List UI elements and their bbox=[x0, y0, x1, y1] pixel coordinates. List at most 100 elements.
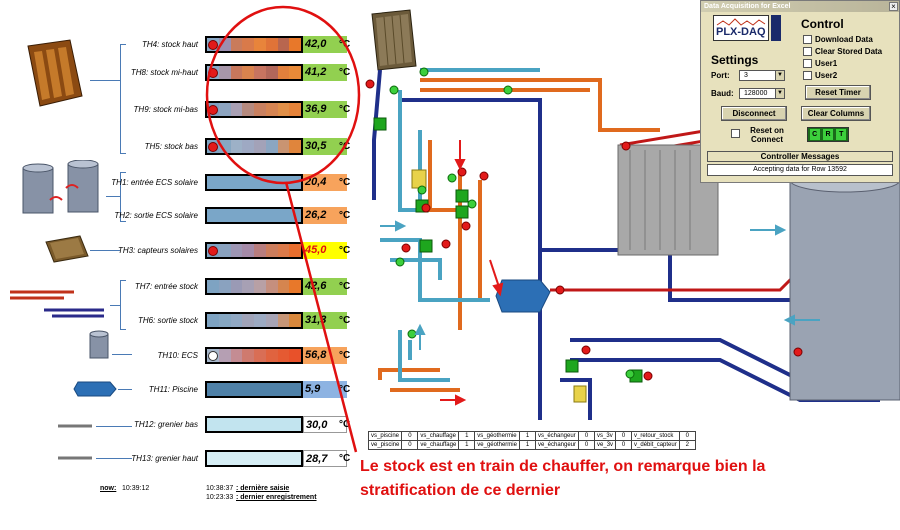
user1-checkbox[interactable] bbox=[803, 59, 812, 68]
bar-segment bbox=[242, 209, 254, 222]
plx-logo: PLX-DAQ bbox=[713, 15, 769, 41]
bar-segment bbox=[207, 418, 219, 431]
chevron-down-icon: ▼ bbox=[775, 89, 784, 98]
connector-line bbox=[106, 196, 120, 197]
baud-value: 128000 bbox=[744, 90, 768, 97]
bar-segment bbox=[218, 176, 231, 189]
radiator-stack-icon bbox=[27, 39, 83, 107]
plx-daq-window: Data Acquisition for Excel × PLX-DAQ Con… bbox=[700, 0, 900, 183]
connector-line bbox=[90, 250, 120, 251]
bar-segment bbox=[254, 140, 266, 153]
bar-segment bbox=[277, 314, 290, 327]
pool-icon bbox=[495, 279, 551, 313]
bar-segment bbox=[254, 66, 266, 79]
bar-segment bbox=[230, 38, 243, 51]
window-title: Data Acquisition for Excel bbox=[701, 1, 899, 12]
temperature-value-th8: 41,2 bbox=[303, 64, 347, 81]
last-record-label: : dernier enregistrement bbox=[236, 494, 317, 501]
bar-segment bbox=[218, 349, 231, 362]
status-led-th10 bbox=[208, 351, 218, 361]
temperature-unit: °C bbox=[339, 453, 351, 464]
temperature-unit: °C bbox=[339, 104, 351, 115]
bar-segment bbox=[289, 140, 301, 153]
bar-segment bbox=[242, 66, 254, 79]
bar-segment bbox=[218, 383, 231, 396]
download-data-checkbox[interactable] bbox=[803, 35, 812, 44]
bar-segment bbox=[218, 244, 231, 257]
bar-segment bbox=[254, 209, 266, 222]
bar-segment bbox=[265, 38, 278, 51]
clear-columns-button[interactable]: Clear Columns bbox=[801, 106, 871, 121]
clear-stored-data-checkbox[interactable] bbox=[803, 47, 812, 56]
bar-segment bbox=[218, 280, 231, 293]
attic-sensor-low-icon bbox=[58, 424, 92, 428]
disconnect-button[interactable]: Disconnect bbox=[721, 106, 787, 121]
valve-name-cell: ve_géothermie bbox=[474, 440, 520, 450]
now-label: now: bbox=[100, 485, 117, 492]
temperature-bar-th6 bbox=[205, 312, 303, 329]
connection-indicators: C R T bbox=[807, 127, 849, 142]
connector-line bbox=[96, 426, 132, 427]
bar-segment bbox=[289, 38, 301, 51]
bar-segment bbox=[254, 314, 266, 327]
bar-segment bbox=[242, 38, 254, 51]
valve-icon bbox=[573, 385, 587, 403]
temperature-value-th3: 45,0 bbox=[303, 242, 347, 259]
bar-segment bbox=[207, 280, 219, 293]
bar-segment bbox=[218, 209, 231, 222]
close-icon[interactable]: × bbox=[889, 2, 898, 11]
indicator-t: T bbox=[836, 129, 847, 140]
sensor-label-th12: TH12: grenier bas bbox=[133, 420, 198, 429]
bar-segment bbox=[230, 314, 243, 327]
hydraulic-schematic bbox=[365, 9, 900, 420]
bar-segment bbox=[254, 244, 266, 257]
reset-timer-button[interactable]: Reset Timer bbox=[805, 85, 871, 100]
temperature-value-th10: 56,8 bbox=[303, 347, 347, 364]
temperature-unit: °C bbox=[339, 384, 351, 395]
bar-segment bbox=[218, 103, 231, 116]
bar-segment bbox=[242, 349, 254, 362]
bar-segment bbox=[218, 452, 231, 465]
temperature-value-th12: 30,0 bbox=[303, 416, 347, 433]
ecs-tank-icon bbox=[89, 330, 109, 359]
waveform-icon bbox=[716, 18, 766, 26]
reset-on-connect-checkbox[interactable] bbox=[731, 129, 740, 138]
bar-segment bbox=[218, 314, 231, 327]
user2-checkbox[interactable] bbox=[803, 71, 812, 80]
valve-name-cell: ve_chauffage bbox=[417, 440, 460, 450]
ecs-tanks-icon bbox=[22, 160, 99, 214]
flow-arrows-cold bbox=[380, 220, 820, 350]
flow-indicator-dots bbox=[389, 67, 635, 379]
temperature-value-th1: 20,4 bbox=[303, 174, 347, 191]
bar-segment bbox=[289, 349, 301, 362]
baud-select[interactable]: 128000 ▼ bbox=[739, 88, 785, 99]
connector-line bbox=[118, 389, 132, 390]
bar-segment bbox=[265, 66, 278, 79]
port-label: Port: bbox=[711, 71, 730, 80]
bar-segment bbox=[242, 452, 254, 465]
temperature-unit: °C bbox=[339, 350, 351, 361]
bar-segment bbox=[277, 418, 290, 431]
port-select[interactable]: 3 ▼ bbox=[739, 70, 785, 81]
annotation-line-2: stratification de ce dernier bbox=[360, 482, 561, 499]
temperature-unit: °C bbox=[339, 419, 351, 430]
status-led-th4 bbox=[208, 40, 218, 50]
bar-segment bbox=[230, 209, 243, 222]
chevron-down-icon: ▼ bbox=[775, 71, 784, 80]
bar-segment bbox=[254, 176, 266, 189]
bar-segment bbox=[242, 314, 254, 327]
temperature-unit: °C bbox=[339, 177, 351, 188]
stock-bracket bbox=[120, 44, 126, 154]
connector-line bbox=[90, 80, 120, 81]
bar-segment bbox=[265, 209, 278, 222]
bar-segment bbox=[254, 280, 266, 293]
sensor-label-th13: TH13: grenier haut bbox=[131, 454, 198, 463]
bar-segment bbox=[289, 418, 301, 431]
bar-segment bbox=[207, 314, 219, 327]
bar-segment bbox=[254, 38, 266, 51]
bar-segment bbox=[265, 280, 278, 293]
temperature-value-th9: 36,9 bbox=[303, 101, 347, 118]
bar-segment bbox=[207, 452, 219, 465]
bar-segment bbox=[277, 103, 290, 116]
